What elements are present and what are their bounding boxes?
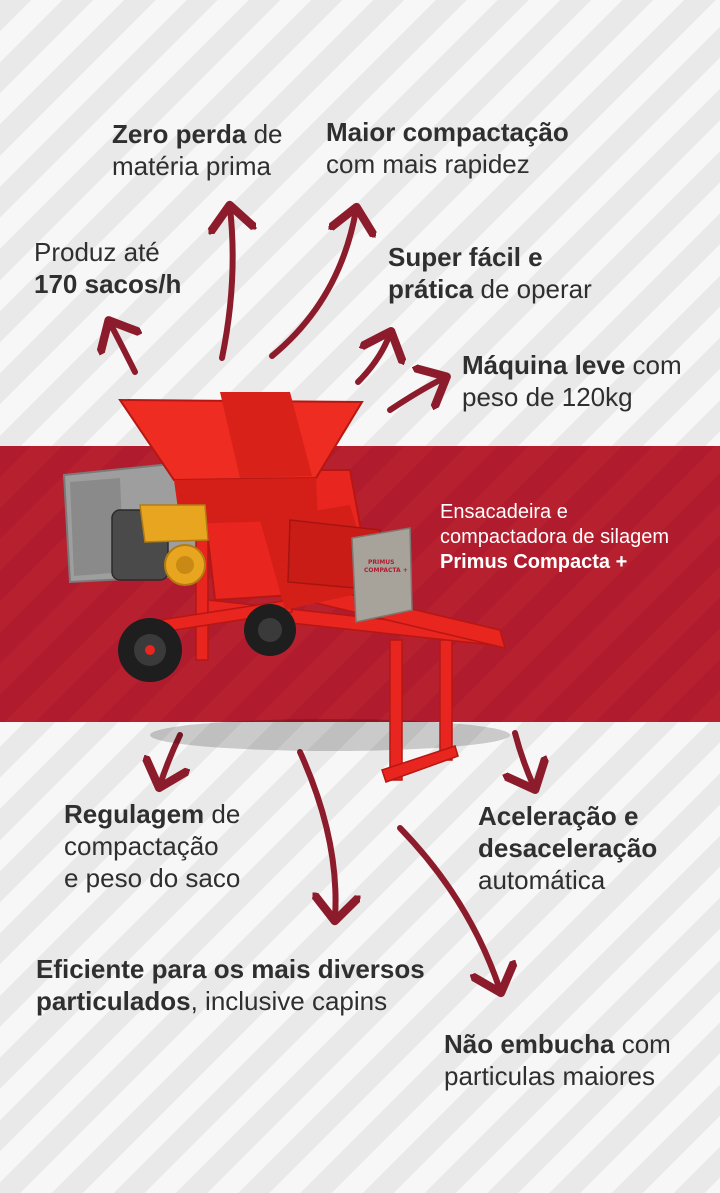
feature-nao-bold: Não embucha	[444, 1029, 615, 1059]
product-line2: compactadora de silagem	[440, 526, 670, 548]
feature-super-rest: de operar	[473, 274, 592, 304]
feature-nao-embucha: Não embucha com particulas maiores	[444, 1028, 671, 1092]
product-name: Primus Compacta +	[440, 551, 628, 573]
arrow-maior	[269, 210, 356, 359]
feature-super-bold1: Super fácil e	[388, 242, 543, 272]
control-box	[351, 527, 413, 623]
feature-maquina-leve: Máquina leve com peso de 120kg	[462, 349, 682, 413]
product-description: Ensacadeira e compactadora de silagem Pr…	[440, 500, 669, 575]
feature-regulagem-rest: de	[204, 799, 241, 829]
feature-zero-perda: Zero perda de matéria prima	[112, 118, 283, 182]
feature-maquina-rest: com	[625, 350, 682, 380]
arrow-produz	[110, 323, 135, 375]
feature-eficiente-bold1: Eficiente para os mais diversos	[36, 954, 425, 984]
wheel-back	[244, 604, 296, 656]
feature-regulagem-bold: Regulagem	[64, 799, 205, 829]
arrow-aceleracao	[515, 730, 534, 787]
feature-aceleracao: Aceleração e desaceleração automática	[478, 800, 657, 896]
feature-zero-rest: de	[246, 119, 283, 149]
feature-maquina-line2: peso de 120kg	[462, 382, 633, 412]
feature-super-bold2: prática	[388, 274, 474, 304]
feature-produz-line1: Produz até	[34, 237, 160, 267]
feature-aceleracao-bold1: Aceleração e	[478, 801, 639, 831]
plate-text-line1: PRIMUS	[368, 559, 394, 566]
feature-eficiente-bold2: particulados	[36, 986, 191, 1016]
feature-eficiente: Eficiente para os mais diversos particul…	[36, 953, 425, 1017]
feature-regulagem-line2: compactação	[64, 831, 219, 861]
arrow-nao	[397, 825, 500, 990]
arrow-zero	[222, 208, 233, 361]
wheel-front	[118, 618, 182, 682]
arrow-maquina	[387, 378, 444, 413]
arrow-regulagem	[160, 732, 180, 785]
feature-regulagem: Regulagem de compactação e peso do saco	[64, 798, 240, 894]
feature-regulagem-line3: e peso do saco	[64, 863, 241, 893]
feature-eficiente-rest: , inclusive capins	[190, 986, 388, 1016]
feature-nao-rest: com	[614, 1029, 671, 1059]
feature-produz: Produz até 170 sacos/h	[34, 236, 181, 300]
arrow-eficiente	[297, 749, 336, 918]
feature-maior-bold: Maior compactação	[326, 117, 569, 147]
feature-aceleracao-bold2: desaceleração	[478, 833, 658, 863]
feature-maior-line2: com mais rapidez	[326, 149, 530, 179]
engine-fuel-tank	[139, 504, 209, 543]
feature-maior-compactacao: Maior compactação com mais rapidez	[326, 116, 569, 180]
arrow-super	[355, 334, 390, 385]
plate-text-line2: COMPACTA +	[364, 567, 408, 574]
feature-nao-line2: particulas maiores	[444, 1061, 655, 1091]
feature-zero-line2: matéria prima	[112, 151, 271, 181]
feature-maquina-bold: Máquina leve	[462, 350, 626, 380]
feature-aceleracao-line3: automática	[478, 865, 606, 895]
product-line1: Ensacadeira e	[440, 501, 568, 523]
feature-super-facil: Super fácil e prática de operar	[388, 241, 592, 305]
feature-zero-bold: Zero perda	[112, 119, 247, 149]
feature-produz-bold: 170 sacos/h	[34, 269, 182, 299]
